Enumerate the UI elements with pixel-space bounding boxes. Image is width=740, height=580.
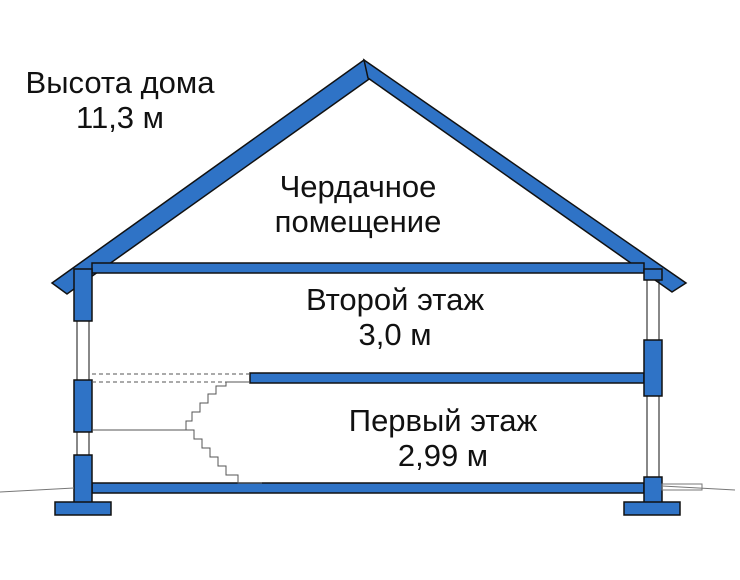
ground-line-right	[661, 485, 736, 491]
roof-right-slope	[362, 58, 688, 293]
second-floor-slab	[249, 372, 645, 384]
attic-label: Чердачное помещение	[238, 169, 478, 239]
window-lines	[76, 280, 660, 477]
first-floor-name: Первый этаж	[348, 403, 538, 438]
attic-label-line2: помещение	[274, 203, 442, 239]
second-floor-label: Второй этаж 3,0 м	[270, 282, 520, 352]
first-floor-height: 2,99 м	[397, 437, 489, 473]
lower-stair-flight	[186, 429, 262, 484]
left-wall-middle	[73, 379, 93, 433]
ground-line-left	[0, 487, 75, 493]
upper-stair-flight	[185, 381, 250, 430]
house-height-label: Высота дома 11,3 м	[4, 65, 236, 135]
right-step	[661, 483, 703, 491]
left-wall-top	[73, 268, 93, 322]
ground-floor-slab	[91, 482, 645, 494]
left-wall-bottom	[73, 454, 93, 506]
structure	[50, 58, 688, 516]
right-wall-bottom	[643, 476, 663, 506]
attic-label-line1: Чердачное	[279, 169, 437, 204]
house-height-value: 11,3 м	[76, 99, 164, 135]
right-wall-middle	[643, 339, 663, 397]
first-floor-label: Первый этаж 2,99 м	[308, 403, 578, 473]
left-foundation	[54, 501, 112, 516]
right-foundation	[623, 501, 681, 516]
second-floor-height: 3,0 м	[358, 316, 432, 352]
attic-floor-slab	[91, 262, 645, 274]
right-wall-top	[643, 268, 663, 281]
house-height-title: Высота дома	[25, 65, 215, 100]
second-floor-name: Второй этаж	[305, 282, 485, 317]
